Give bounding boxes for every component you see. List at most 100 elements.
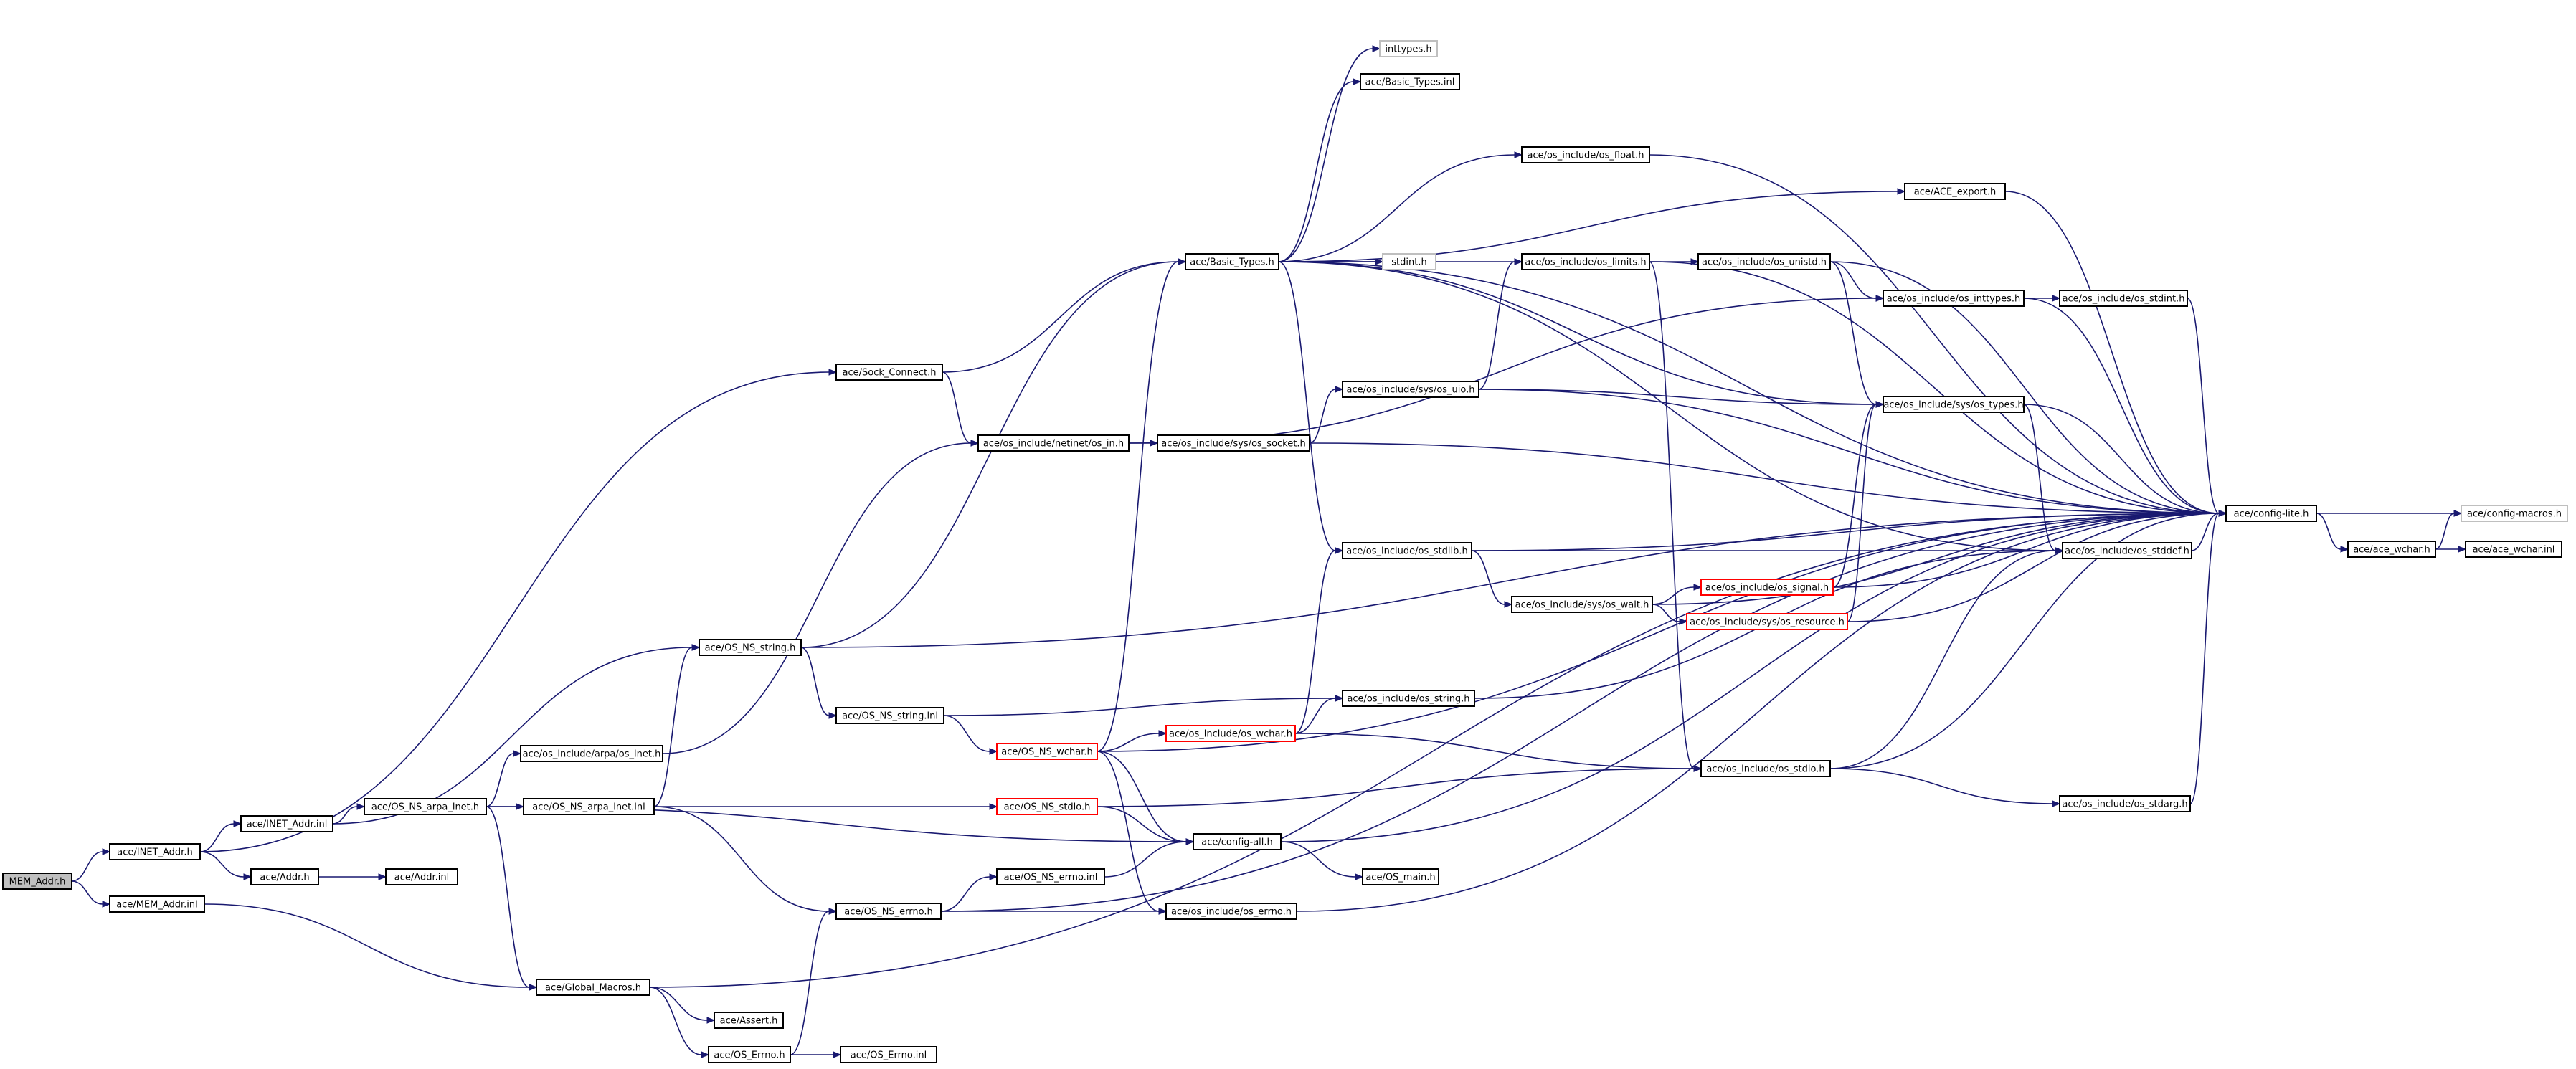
node-os-errno-inl[interactable]: ace/OS_Errno.inl [840, 1046, 937, 1063]
node-os-string-h[interactable]: ace/os_include/os_string.h [1342, 690, 1475, 707]
node-os-ns-string-inl[interactable]: ace/OS_NS_string.inl [835, 707, 944, 724]
node-box [996, 868, 1105, 885]
node-config-lite-h[interactable]: ace/config-lite.h [2225, 505, 2317, 522]
node-os-stdio-h[interactable]: ace/os_include/os_stdio.h [1700, 760, 1831, 777]
node-os-float-h[interactable]: ace/os_include/os_float.h [1521, 146, 1650, 163]
node-box [1382, 253, 1436, 270]
node-sys-os-socket-h[interactable]: ace/os_include/sys/os_socket.h [1157, 434, 1310, 452]
edge-os-stdarg-h-to-config-lite-h [2189, 510, 2227, 804]
node-arpa-os-inet-h[interactable]: ace/os_include/arpa/os_inet.h [520, 745, 663, 762]
node-box [2059, 795, 2191, 812]
node-sys-os-resource-h[interactable]: ace/os_include/sys/os_resource.h [1686, 613, 1848, 630]
edge-os-ns-arpa-inet-h-to-global-macros-h [486, 806, 538, 991]
node-box [1362, 868, 1439, 885]
node-label: ace/os_include/os_wchar.h [1169, 729, 1292, 740]
node-os-signal-h[interactable]: ace/os_include/os_signal.h [1700, 579, 1834, 596]
edge-os-unistd-h-to-os-inttypes-h [1829, 261, 1885, 302]
node-label: ace/OS_NS_string.h [705, 643, 796, 654]
node-config-all-h[interactable]: ace/config-all.h [1193, 833, 1282, 850]
node-box [977, 434, 1130, 452]
node-box [2, 873, 72, 890]
node-os-ns-errno-inl[interactable]: ace/OS_NS_errno.inl [996, 868, 1105, 885]
node-label: ace/Addr.inl [394, 873, 449, 883]
node-os-stdint-h[interactable]: ace/os_include/os_stdint.h [2059, 290, 2188, 307]
node-addr-inl[interactable]: ace/Addr.inl [385, 868, 458, 885]
edge-config-lite-h-to-ace-wchar-h [2316, 513, 2349, 553]
node-inet-addr-inl[interactable]: ace/INET_Addr.inl [240, 815, 333, 832]
edge-os-wchar-h-to-os-stdio-h [1294, 733, 1703, 772]
edge-ace-wchar-h-to-config-macros-h [2435, 510, 2463, 550]
node-label: ace/OS_NS_stdio.h [1004, 802, 1091, 813]
node-box [2465, 541, 2562, 558]
node-ace-wchar-inl[interactable]: ace/ace_wchar.inl [2465, 541, 2562, 558]
node-box [714, 1012, 784, 1029]
node-os-stdarg-h[interactable]: ace/os_include/os_stdarg.h [2059, 795, 2191, 812]
node-box [1700, 760, 1831, 777]
node-os-ns-string-h[interactable]: ace/OS_NS_string.h [699, 639, 802, 656]
edge-sys-os-uio-h-to-os-limits-h [1478, 258, 1523, 390]
node-inet-addr-h[interactable]: ace/INET_Addr.h [109, 843, 201, 860]
node-label: ace/os_include/os_stddef.h [2065, 546, 2189, 557]
edge-os-ns-stdio-h-to-config-all-h [1097, 806, 1195, 845]
node-label: ace/Basic_Types.inl [1365, 77, 1455, 88]
node-label: ace/os_include/os_limits.h [1525, 257, 1646, 268]
node-sys-os-wait-h[interactable]: ace/os_include/sys/os_wait.h [1511, 596, 1653, 613]
node-ace-wchar-h[interactable]: ace/ace_wchar.h [2347, 541, 2436, 558]
node-os-ns-arpa-inet-inl[interactable]: ace/OS_NS_arpa_inet.inl [523, 798, 655, 815]
edge-sys-os-resource-h-to-config-lite-h [1847, 510, 2227, 622]
edge-os-ns-stdio-h-to-os-stdio-h [1097, 765, 1703, 807]
node-os-limits-h[interactable]: ace/os_include/os_limits.h [1521, 253, 1650, 270]
node-label: stdint.h [1391, 257, 1426, 268]
node-ace-export-h[interactable]: ace/ACE_export.h [1904, 183, 2006, 200]
node-label: ace/os_include/arpa/os_inet.h [523, 749, 661, 760]
edge-os-float-h-to-config-lite-h [1649, 154, 2227, 517]
node-label: ace/config-lite.h [2234, 509, 2309, 520]
edge-os-stdio-h-to-os-stdarg-h [1829, 768, 2061, 807]
node-os-stdlib-h[interactable]: ace/os_include/os_stdlib.h [1342, 542, 1472, 559]
edge-os-ns-arpa-inet-inl-to-os-ns-string-h [653, 644, 701, 807]
node-global-macros-h[interactable]: ace/Global_Macros.h [536, 979, 650, 996]
edge-inet-addr-h-to-addr-h [199, 851, 252, 880]
node-os-stddef-h[interactable]: ace/os_include/os_stddef.h [2062, 542, 2192, 559]
node-netinet-os-in-h[interactable]: ace/os_include/netinet/os_in.h [977, 434, 1130, 452]
edge-os-ns-wchar-h-to-os-wchar-h [1097, 730, 1168, 752]
node-box [523, 798, 655, 815]
edge-os-ns-errno-h-to-config-lite-h [940, 510, 2227, 912]
node-os-ns-errno-h[interactable]: ace/OS_NS_errno.h [835, 903, 942, 920]
edge-os-ns-wchar-h-to-basic-types-h [1097, 258, 1187, 752]
node-box [835, 364, 943, 381]
node-sys-os-types-h[interactable]: ace/os_include/sys/os_types.h [1883, 396, 2025, 413]
node-os-wchar-h[interactable]: ace/os_include/os_wchar.h [1165, 725, 1296, 742]
node-os-errno-h[interactable]: ace/OS_Errno.h [708, 1046, 791, 1063]
edge-inet-addr-h-to-sock-connect-h [199, 369, 838, 852]
node-stdint-h: stdint.h [1382, 253, 1436, 270]
node-sys-os-uio-h[interactable]: ace/os_include/sys/os_uio.h [1342, 381, 1479, 398]
node-os-ns-wchar-h[interactable]: ace/OS_NS_wchar.h [996, 743, 1098, 760]
node-label: ace/os_include/os_stdarg.h [2062, 799, 2187, 810]
node-os-ns-stdio-h[interactable]: ace/OS_NS_stdio.h [996, 798, 1098, 815]
node-addr-h[interactable]: ace/Addr.h [250, 868, 319, 885]
node-assert-h[interactable]: ace/Assert.h [714, 1012, 784, 1029]
node-basic-types-inl[interactable]: ace/Basic_Types.inl [1360, 73, 1460, 90]
node-box [1904, 183, 2006, 200]
node-os-ns-arpa-inet-h[interactable]: ace/OS_NS_arpa_inet.h [364, 798, 487, 815]
edge-sys-os-socket-h-to-config-lite-h [1309, 442, 2227, 517]
node-box [1700, 579, 1834, 596]
node-os-inttypes-h[interactable]: ace/os_include/os_inttypes.h [1883, 290, 2025, 307]
edge-basic-types-h-to-basic-types-inl [1278, 78, 1362, 262]
edge-os-stdlib-h-to-sys-os-wait-h [1471, 550, 1513, 608]
edge-os-stddef-h-to-config-lite-h [2191, 510, 2227, 551]
node-box [1686, 613, 1848, 630]
edge-global-macros-h-to-assert-h [649, 987, 716, 1024]
node-os-unistd-h[interactable]: ace/os_include/os_unistd.h [1697, 253, 1831, 270]
node-basic-types-h[interactable]: ace/Basic_Types.h [1185, 253, 1279, 270]
edge-os-stdint-h-to-config-lite-h [2187, 298, 2227, 517]
node-label: ace/os_include/os_stdlib.h [1346, 546, 1467, 557]
node-mem-addr-inl[interactable]: ace/MEM_Addr.inl [109, 895, 205, 913]
node-os-main-h[interactable]: ace/OS_main.h [1362, 868, 1439, 885]
node-label: ace/os_include/sys/os_resource.h [1690, 617, 1845, 628]
node-sock-connect-h[interactable]: ace/Sock_Connect.h [835, 364, 943, 381]
node-box [1511, 596, 1653, 613]
node-box [385, 868, 458, 885]
node-os-errno-inc-h[interactable]: ace/os_include/os_errno.h [1165, 903, 1297, 920]
